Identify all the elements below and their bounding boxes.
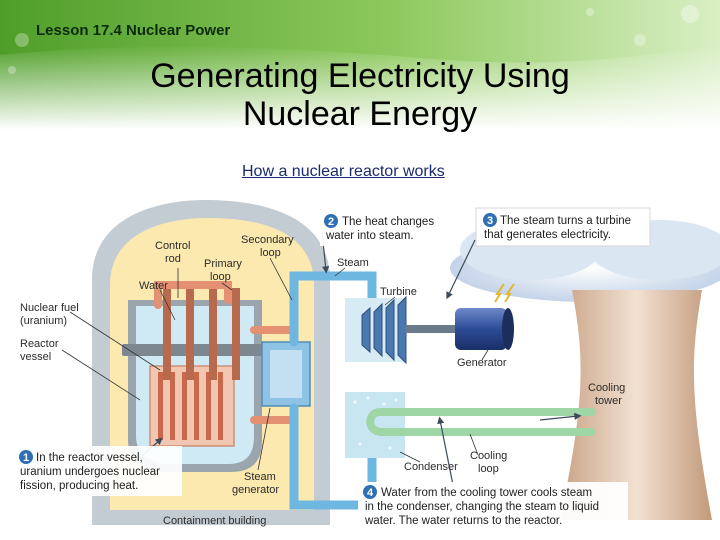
diagram-subtitle: How a nuclear reactor works: [242, 163, 445, 180]
svg-text:water. The water returns to th: water. The water returns to the reactor.: [364, 515, 562, 527]
svg-text:The heat changes: The heat changes: [342, 216, 434, 228]
label-steam-generator-2: generator: [232, 484, 279, 496]
cooling-tower: [450, 220, 720, 520]
label-reactor-vessel-1: Reactor: [20, 338, 59, 350]
page-title-line1: Generating Electricity Using: [150, 57, 570, 95]
secondary-loop: [289, 271, 377, 510]
label-cooling-tower-1: Cooling: [588, 382, 625, 394]
svg-text:3: 3: [487, 215, 493, 227]
page-title-line2: Nuclear Energy: [242, 95, 478, 133]
label-nuclear-fuel-2: (uranium): [20, 315, 67, 327]
step-1-badge: [19, 450, 33, 464]
reactor-vessel: [122, 288, 268, 472]
svg-text:1: 1: [23, 452, 29, 464]
label-water: Water: [139, 280, 168, 292]
svg-text:that generates electricity.: that generates electricity.: [484, 229, 611, 241]
header-banner: [0, 0, 720, 130]
label-containment-building: Containment building: [163, 515, 266, 527]
svg-text:uranium undergoes nuclear: uranium undergoes nuclear: [20, 466, 160, 478]
label-cooling-loop-1: Cooling: [470, 450, 507, 462]
step-2-callout: 2 The heat changes water into steam.: [320, 210, 446, 246]
label-primary-loop-1: Primary: [204, 258, 242, 270]
label-secondary-loop-2: loop: [260, 247, 281, 259]
label-primary-loop-2: loop: [210, 271, 231, 283]
label-cooling-tower-2: tower: [595, 395, 622, 407]
step-4-badge: [363, 485, 377, 499]
turbine: [345, 295, 457, 365]
step-4-callout: 4 Water from the cooling tower cools ste…: [358, 482, 628, 532]
primary-loop: [154, 281, 294, 424]
step-3-callout: 3 The steam turns a turbine that generat…: [475, 207, 651, 247]
label-condenser: Condenser: [404, 461, 458, 473]
lesson-label: Lesson 17.4 Nuclear Power: [36, 22, 231, 39]
step-3-badge: [483, 213, 497, 227]
svg-text:In the reactor vessel,: In the reactor vessel,: [36, 452, 143, 464]
condenser: [345, 392, 405, 458]
svg-text:fission, producing heat.: fission, producing heat.: [20, 480, 138, 492]
label-generator: Generator: [457, 357, 507, 369]
label-nuclear-fuel-1: Nuclear fuel: [20, 302, 79, 314]
svg-text:in the condenser, changing the: in the condenser, changing the steam to …: [365, 501, 599, 513]
label-steam-generator-1: Steam: [244, 471, 276, 483]
cooling-loop: [366, 408, 596, 436]
step-1-callout: 1 In the reactor vessel, uranium undergo…: [16, 446, 182, 496]
svg-text:The steam turns a turbine: The steam turns a turbine: [500, 215, 631, 227]
label-turbine: Turbine: [380, 286, 417, 298]
leader-lines: [61, 257, 489, 471]
label-cooling-loop-2: loop: [478, 463, 499, 475]
svg-text:2: 2: [328, 216, 334, 228]
label-control-rod-2: rod: [165, 253, 181, 265]
label-secondary-loop-1: Secondary: [241, 234, 294, 246]
step-2-badge: [324, 214, 338, 228]
generator: [455, 283, 515, 350]
svg-text:4: 4: [367, 487, 374, 499]
svg-text:Water from the cooling tower c: Water from the cooling tower cools steam: [381, 487, 592, 499]
label-control-rod-1: Control: [155, 240, 190, 252]
svg-text:water into steam.: water into steam.: [325, 230, 414, 242]
label-reactor-vessel-2: vessel: [20, 351, 51, 363]
label-steam: Steam: [337, 257, 369, 269]
steam-generator: [261, 341, 311, 407]
